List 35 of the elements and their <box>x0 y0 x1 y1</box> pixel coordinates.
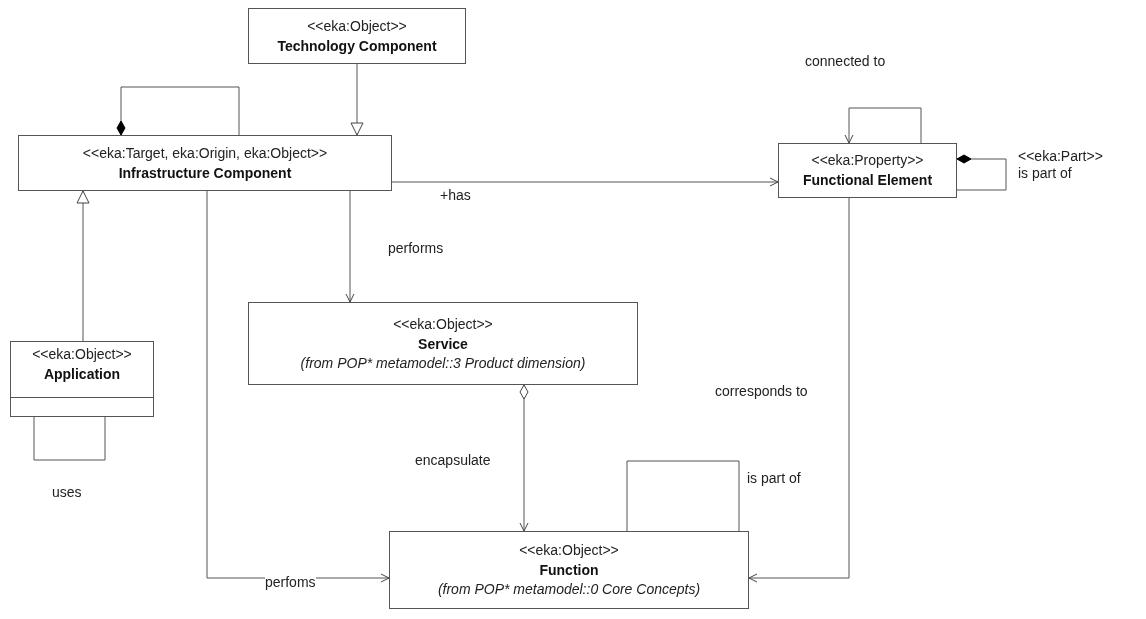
class-name: Infrastructure Component <box>118 163 292 183</box>
association-arrow <box>391 177 779 187</box>
stereotype-text: <<eka:Object>> <box>393 314 493 334</box>
association-line <box>626 460 740 532</box>
edge-label: is part of <box>747 470 801 487</box>
stereotype-text: <<eka:Target, eka:Origin, eka:Object>> <box>82 143 328 163</box>
stereotype-text: <<eka:Property>> <box>811 151 924 170</box>
edge-label: performs <box>388 240 444 257</box>
edge-label: encapsulate <box>415 452 491 469</box>
class-box <box>10 341 154 417</box>
package-note: (from POP* metamodel::0 Core Concepts) <box>437 580 701 599</box>
class-name: Application <box>43 365 121 384</box>
package-note: (from POP* metamodel::3 Product dimension) <box>300 353 586 373</box>
association-arrow <box>748 197 850 583</box>
stereotype-text: <<eka:Object>> <box>32 345 132 364</box>
association-arrow <box>350 63 364 136</box>
association-arrow <box>519 384 529 532</box>
association-arrow <box>206 190 390 583</box>
stereotype-text: <<eka:Object>> <box>519 541 619 560</box>
class-name: Service <box>418 334 468 354</box>
class-box <box>248 8 466 64</box>
stereotype-text: <<eka:Object>> <box>307 16 407 36</box>
class-name: Function <box>539 561 599 580</box>
class-box <box>778 143 957 198</box>
class-box <box>389 531 749 609</box>
edge-label: perfoms <box>265 574 316 591</box>
association-arrow <box>345 190 355 303</box>
class-name: Functional Element <box>802 171 933 190</box>
association-arrow <box>844 107 922 144</box>
association-arrow <box>76 190 90 342</box>
edge-label: corresponds to <box>715 383 808 400</box>
class-box <box>18 135 392 191</box>
class-name: Technology Component <box>277 36 437 56</box>
association-line <box>33 416 106 461</box>
class-box <box>248 302 638 385</box>
